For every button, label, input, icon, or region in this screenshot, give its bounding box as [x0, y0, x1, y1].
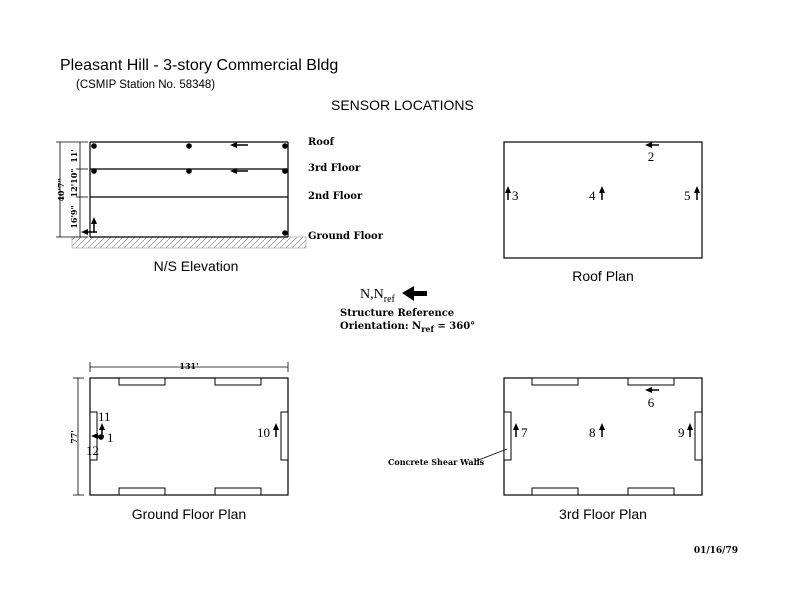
arrow-up-icon: [505, 186, 511, 200]
elevation-caption: N/S Elevation: [154, 258, 239, 274]
dim-roof-to-third: 11': [69, 149, 79, 163]
arrow-up-icon: [513, 423, 519, 437]
arrow-up-icon: [694, 186, 700, 200]
roof-plan: 2 3 4 5 Roof Plan: [503, 141, 703, 284]
elevation-sensor-dots: [91, 143, 288, 236]
ns-elevation: Roof 3rd Floor 2nd Floor Ground Floor 40…: [56, 137, 384, 274]
level-label-3rd-floor: 3rd Floor: [308, 163, 361, 174]
sensor-label-11: 11: [98, 409, 111, 424]
sensor-label-9: 9: [678, 425, 685, 440]
reference-north-label: N,Nref: [360, 287, 396, 305]
arrow-up-icon: [599, 423, 605, 437]
third-floor-plan: 6 7 8 9 Concrete Shear Walls 3rd Floor P…: [388, 377, 703, 522]
level-label-ground-floor: Ground Floor: [308, 231, 384, 242]
drawing-date: 01/16/79: [694, 546, 738, 556]
third-plan-caption: 3rd Floor Plan: [559, 506, 647, 522]
sensor-label-3: 3: [512, 188, 519, 203]
level-label-roof: Roof: [308, 137, 335, 148]
arrow-left-icon: [230, 142, 248, 148]
structure-reference: N,Nref Structure Reference Orientation: …: [340, 286, 475, 334]
arrow-up-icon: [687, 423, 693, 437]
ground-hatch: [71, 236, 307, 249]
ground-sensor-arrows-icon: [81, 217, 97, 235]
arrow-up-icon: [599, 186, 605, 200]
sensor-label-8: 8: [589, 425, 596, 440]
dim-third-to-second: 12'10": [69, 169, 79, 198]
station-number: (CSMIP Station No. 58348): [76, 79, 215, 91]
ground-floor-plan: 131' 77' 11 1 12 10 Ground Floor Plan: [69, 361, 289, 522]
dim-total-height: 40'7": [56, 178, 66, 201]
ground-sensor-cluster-icon: [91, 423, 105, 440]
reference-line-1: Structure Reference: [340, 308, 454, 319]
north-arrow-icon: [402, 286, 427, 301]
shear-wall-leader: [475, 448, 508, 462]
sensor-label-10: 10: [257, 425, 270, 440]
level-label-2nd-floor: 2nd Floor: [308, 191, 363, 202]
dim-second-to-ground: 16'9": [69, 205, 79, 228]
arrow-left-icon: [645, 387, 659, 393]
sensor-label-1: 1: [107, 430, 114, 445]
roof-plan-caption: Roof Plan: [572, 268, 633, 284]
ground-depth-label: 77': [69, 430, 79, 444]
roof-outline: [503, 141, 703, 259]
reference-line-2: Orientation: Nref = 360°: [340, 321, 475, 334]
ground-width-label: 131': [179, 361, 198, 371]
sensor-locations-heading: SENSOR LOCATIONS: [331, 97, 474, 113]
ground-width-dimension: [89, 362, 289, 372]
sensor-label-12: 12: [86, 443, 99, 458]
ground-plan-caption: Ground Floor Plan: [132, 506, 246, 522]
shear-wall-label: Concrete Shear Walls: [388, 457, 485, 467]
arrow-left-icon: [230, 168, 248, 174]
ground-depth-dimension: [73, 377, 84, 496]
sheet-title: Pleasant Hill - 3-story Commercial Bldg: [60, 57, 338, 74]
sensor-label-5: 5: [684, 188, 691, 203]
sensor-label-6: 6: [648, 395, 655, 410]
elevation-dimensions: [56, 141, 88, 238]
arrow-up-icon: [273, 423, 279, 437]
sensor-label-4: 4: [589, 188, 596, 203]
third-floor-outline: [503, 377, 703, 496]
arrow-left-icon: [645, 142, 659, 148]
sensor-label-7: 7: [521, 425, 528, 440]
third-floor-shear-walls: [503, 377, 703, 496]
sensor-label-2: 2: [648, 149, 655, 164]
